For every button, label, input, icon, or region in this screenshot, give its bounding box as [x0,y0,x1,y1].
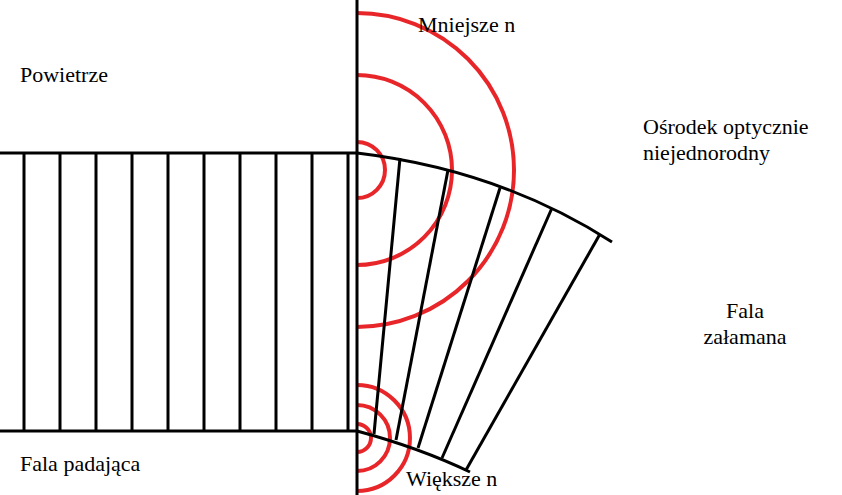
wavefronts [0,0,612,495]
medium-label: Powietrze [20,62,220,88]
region-label: Większe n [406,466,606,492]
wave-label: Fala załamana [690,298,800,351]
wave-label: Fala padająca [20,451,260,477]
wavelets [357,13,514,491]
medium-label: Ośrodek optycznie niejednorodny [643,114,833,167]
region-label: Mniejsze n [418,12,618,38]
